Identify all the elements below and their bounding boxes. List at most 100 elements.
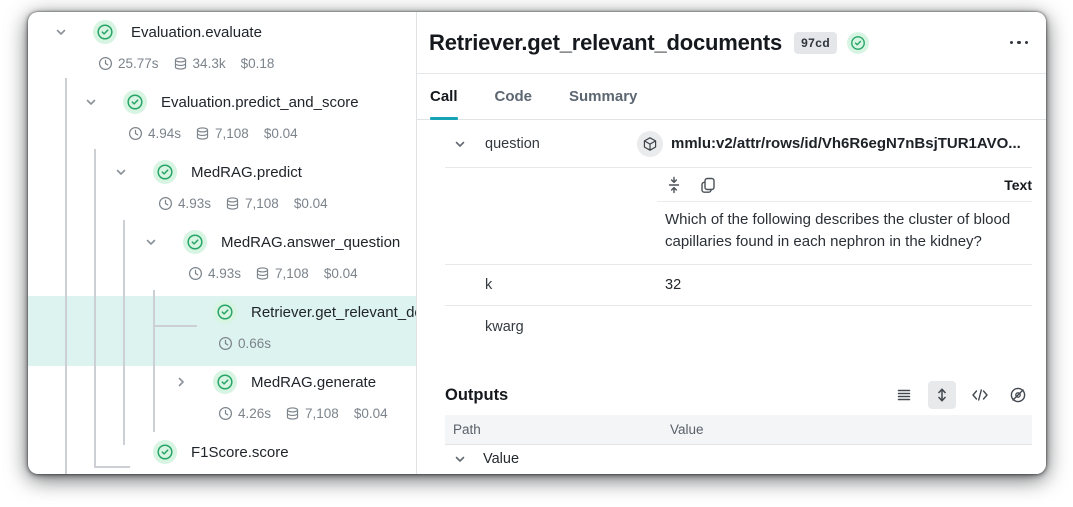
clock-icon bbox=[218, 336, 233, 350]
compact-rows-icon[interactable] bbox=[890, 381, 918, 409]
question-expanded-content: Text Which of the following describes th… bbox=[445, 168, 1032, 265]
chevron-down-icon[interactable] bbox=[445, 452, 475, 466]
latency-value: 4.26s bbox=[238, 405, 272, 421]
tokens-icon bbox=[196, 126, 209, 140]
input-key: k bbox=[485, 277, 493, 293]
output-row-value[interactable]: Value bbox=[417, 445, 1032, 474]
tree-node-label: MedRAG.generate bbox=[251, 373, 377, 391]
trace-tree: Evaluation.evaluate 25.77s 34.3k $0.18 E… bbox=[28, 12, 416, 474]
latency-value: 4.93s bbox=[178, 195, 212, 211]
collapse-icon[interactable] bbox=[665, 176, 683, 194]
clock-icon bbox=[218, 406, 233, 420]
latency-value: 4.93s bbox=[208, 265, 242, 281]
clock-icon bbox=[188, 266, 203, 280]
tokens-icon bbox=[286, 406, 299, 420]
object-ref-text: mmlu:v2/attr/rows/id/Vh6R6egN7nBsjTUR1AV… bbox=[671, 135, 1021, 152]
tree-node-get-relevant-documents-selected[interactable]: Retriever.get_relevant_documents 0.66s bbox=[28, 296, 416, 366]
tree-guideline bbox=[123, 220, 125, 445]
inputs-table: question mmlu:v2/attr/rows/id/Vh6R6egN7n… bbox=[445, 120, 1032, 348]
tree-node-stats: 4.93s 7,108 $0.04 bbox=[28, 188, 416, 218]
tree-connector bbox=[153, 325, 197, 327]
detail-tabs: Call Code Summary bbox=[417, 74, 1046, 120]
success-status-icon bbox=[847, 31, 870, 54]
latency-value: 0.66s bbox=[238, 335, 272, 351]
cube-icon bbox=[637, 130, 663, 157]
tokens-value: 7,108 bbox=[275, 265, 309, 281]
tree-node-evaluation-evaluate[interactable]: Evaluation.evaluate 25.77s 34.3k $0.18 bbox=[28, 16, 416, 86]
outputs-view-controls bbox=[890, 381, 1032, 409]
latency-value: 4.94s bbox=[148, 125, 182, 141]
column-header-path: Path bbox=[453, 421, 481, 437]
tree-node-label: F1Score.score bbox=[191, 443, 289, 461]
tree-node-stats: 25.77s 34.3k $0.18 bbox=[28, 48, 416, 78]
format-label: Text bbox=[1004, 176, 1032, 193]
tree-guideline bbox=[65, 78, 67, 474]
tree-node-answer-question[interactable]: MedRAG.answer_question 4.93s 7,108 $0.04 bbox=[28, 226, 416, 296]
input-row-k: k 32 bbox=[445, 265, 1032, 306]
input-row-kwarg: kwarg bbox=[445, 306, 1032, 348]
tokens-icon bbox=[256, 266, 269, 280]
tree-node-stats: 4.93s 7,108 $0.04 bbox=[28, 258, 416, 288]
tokens-icon bbox=[174, 56, 186, 70]
question-toolbar: Text bbox=[657, 168, 1032, 202]
chevron-down-icon[interactable] bbox=[53, 24, 69, 40]
object-ref-link[interactable]: mmlu:v2/attr/rows/id/Vh6R6egN7nBsjTUR1AV… bbox=[637, 130, 1032, 157]
trace-window: Evaluation.evaluate 25.77s 34.3k $0.18 E… bbox=[28, 12, 1046, 474]
tree-node-predict-and-score[interactable]: Evaluation.predict_and_score 4.94s 7,108… bbox=[28, 86, 416, 156]
latency-value: 25.77s bbox=[118, 55, 159, 71]
tokens-value: 7,108 bbox=[305, 405, 339, 421]
column-header-value: Value bbox=[670, 421, 704, 437]
tree-guideline bbox=[153, 290, 155, 432]
cost-value: $0.04 bbox=[353, 405, 388, 421]
success-status-icon bbox=[213, 370, 237, 394]
tab-code[interactable]: Code bbox=[494, 88, 533, 105]
chevron-down-icon[interactable] bbox=[445, 137, 475, 151]
output-path: Value bbox=[483, 451, 520, 468]
outputs-table-header: Path Value bbox=[445, 415, 1032, 445]
success-status-icon bbox=[93, 20, 117, 44]
code-view-icon[interactable] bbox=[966, 381, 994, 409]
tree-node-stats: 4.94s 7,108 $0.04 bbox=[28, 118, 416, 148]
input-key: kwarg bbox=[485, 319, 524, 335]
tree-node-stats: 4.26s 7,108 $0.04 bbox=[28, 398, 416, 428]
tree-node-label: Retriever.get_relevant_documents bbox=[251, 303, 416, 321]
tab-call[interactable]: Call bbox=[430, 74, 458, 120]
call-title: Retriever.get_relevant_documents bbox=[429, 29, 783, 55]
tree-node-label: MedRAG.predict bbox=[191, 163, 302, 181]
cost-value: $0.18 bbox=[240, 55, 275, 71]
tokens-icon bbox=[226, 196, 239, 210]
call-header: Retriever.get_relevant_documents 97cd bbox=[417, 12, 1046, 74]
tree-node-f1score[interactable]: F1Score.score bbox=[28, 436, 416, 474]
success-status-icon bbox=[153, 160, 177, 184]
success-status-icon bbox=[183, 230, 207, 254]
expand-rows-icon[interactable] bbox=[928, 381, 956, 409]
clock-icon bbox=[158, 196, 173, 210]
tree-node-label: MedRAG.answer_question bbox=[221, 233, 401, 251]
input-key: question bbox=[485, 135, 540, 152]
tree-node-label: Evaluation.evaluate bbox=[131, 23, 262, 41]
question-text: Which of the following describes the clu… bbox=[665, 211, 1011, 250]
tree-node-medrag-generate[interactable]: MedRAG.generate 4.26s 7,108 $0.04 bbox=[28, 366, 416, 436]
chevron-down-icon[interactable] bbox=[143, 234, 159, 250]
overflow-menu-icon[interactable] bbox=[1008, 35, 1031, 51]
cost-value: $0.04 bbox=[293, 195, 328, 211]
call-id-badge[interactable]: 97cd bbox=[794, 31, 838, 54]
tab-summary[interactable]: Summary bbox=[569, 88, 638, 105]
chevron-down-icon[interactable] bbox=[113, 164, 129, 180]
copy-icon[interactable] bbox=[699, 176, 717, 194]
tree-node-stats: 0.66s bbox=[28, 328, 416, 358]
success-status-icon bbox=[123, 90, 147, 114]
tree-guideline bbox=[94, 149, 96, 467]
chevron-right-icon[interactable] bbox=[173, 374, 189, 390]
cost-value: $0.04 bbox=[263, 125, 298, 141]
tree-node-medrag-predict[interactable]: MedRAG.predict 4.93s 7,108 $0.04 bbox=[28, 156, 416, 226]
success-status-icon bbox=[213, 300, 237, 324]
eye-off-icon[interactable] bbox=[1004, 381, 1032, 409]
clock-icon bbox=[128, 126, 143, 140]
chevron-down-icon[interactable] bbox=[83, 94, 99, 110]
input-row-question: question mmlu:v2/attr/rows/id/Vh6R6egN7n… bbox=[445, 120, 1032, 168]
tokens-value: 7,108 bbox=[215, 125, 249, 141]
cost-value: $0.04 bbox=[323, 265, 358, 281]
outputs-title: Outputs bbox=[445, 385, 509, 404]
tokens-value: 34.3k bbox=[192, 55, 226, 71]
